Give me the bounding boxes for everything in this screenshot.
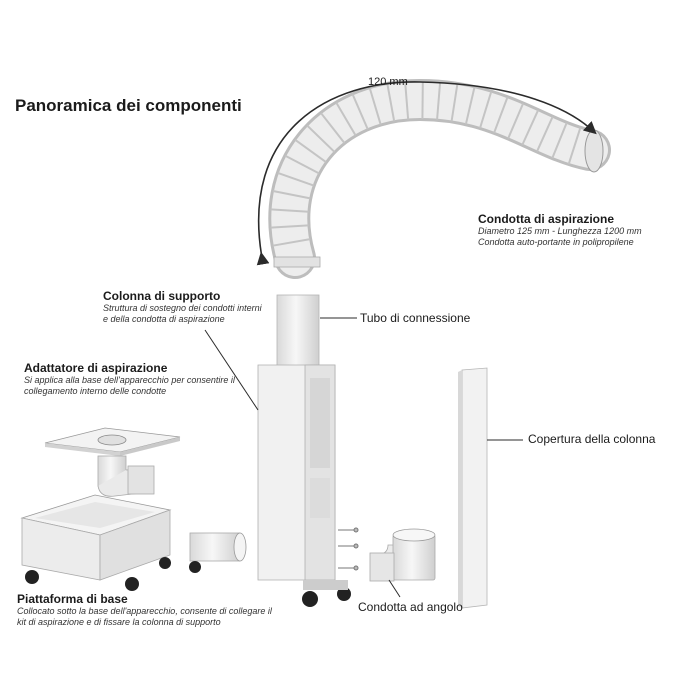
support-column xyxy=(257,364,351,607)
duct-rib xyxy=(386,83,396,122)
duct-name: Condotta di aspirazione xyxy=(478,212,615,226)
leader-lines xyxy=(204,317,523,598)
elbow-label: Condotta ad angolo xyxy=(358,600,463,614)
duct-rib xyxy=(464,86,476,125)
platform-name: Piattaforma di base xyxy=(17,592,128,606)
base-platform xyxy=(20,494,247,591)
adapter-desc-2: collegamento interno delle condotte xyxy=(24,386,167,396)
dimension-label: 120 mm xyxy=(368,76,408,88)
duct-rib xyxy=(404,81,410,120)
platform-desc-1: Collocato sotto la base dell'apparecchio… xyxy=(17,606,272,616)
column-desc-2: e della condotta di aspirazione xyxy=(103,314,225,324)
adapter-label: Adattatore di aspirazione Si applica all… xyxy=(24,361,235,397)
column-desc-1: Struttura di sostegno dei condotti inter… xyxy=(103,303,262,313)
suction-adapter xyxy=(44,427,181,497)
adapter-desc-1: Si applica alla base dell'apparecchio pe… xyxy=(24,375,235,385)
column-label: Colonna di supporto Struttura di sostegn… xyxy=(103,289,262,325)
duct-rib xyxy=(450,83,459,122)
column-cover xyxy=(461,367,488,609)
connection-tube-label: Tubo di connessione xyxy=(360,311,471,325)
duct-rib xyxy=(368,87,382,125)
elbow-duct xyxy=(369,528,436,582)
column-screws xyxy=(338,527,359,571)
duct-label: Condotta di aspirazione Diametro 125 mm … xyxy=(478,212,642,248)
platform-label: Piattaforma di base Collocato sotto la b… xyxy=(17,592,272,628)
duct-desc-1: Diametro 125 mm - Lunghezza 1200 mm xyxy=(478,226,642,236)
cover-label: Copertura della colonna xyxy=(528,432,656,446)
duct-rib xyxy=(436,81,442,120)
duct-desc-2: Condotta auto-portante in polipropilene xyxy=(478,237,634,247)
dimension-arrow xyxy=(256,81,597,266)
connection-tube xyxy=(276,294,320,371)
platform-desc-2: kit di aspirazione e di fissare la colon… xyxy=(17,617,221,627)
column-name: Colonna di supporto xyxy=(103,289,221,303)
page-title: Panoramica dei componenti xyxy=(15,96,242,115)
adapter-name: Adattatore di aspirazione xyxy=(24,361,168,375)
